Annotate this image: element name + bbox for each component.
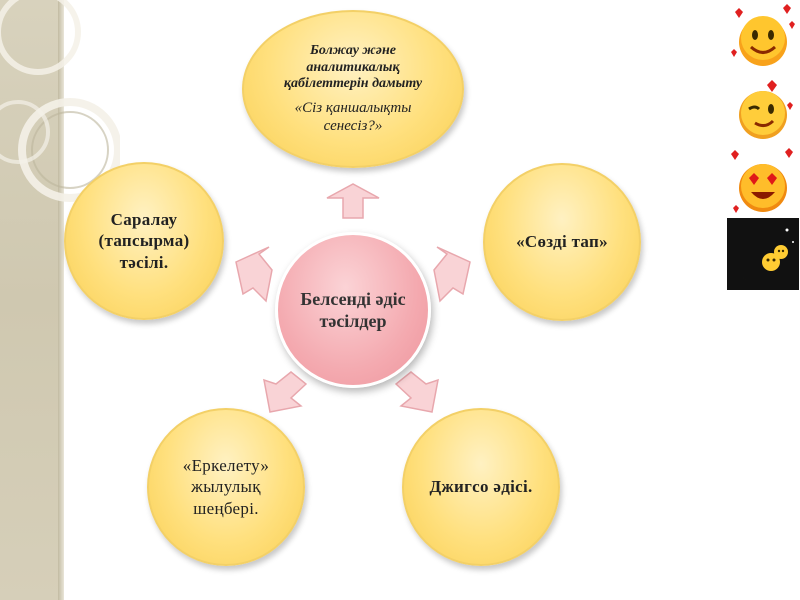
moon-emoji-icon — [727, 218, 799, 290]
winking-emoji-icon — [727, 75, 799, 147]
arrow-lower-left — [264, 372, 306, 412]
node-top-title: Болжау және аналитикалық қабілеттерін да… — [284, 43, 422, 92]
node-bottom-left: «Еркелету» жылулық шеңбері. — [147, 408, 305, 566]
node-center: Белсенді әдіс тәсілдер — [275, 232, 431, 388]
node-bottom-right: Джигсо әдісі. — [402, 408, 560, 566]
arrow-lower-right — [396, 372, 438, 412]
node-right-text: «Сөзді тап» — [504, 231, 620, 252]
heart-eyes-emoji-icon — [727, 148, 799, 220]
arrow-up — [327, 184, 379, 218]
node-right: «Сөзді тап» — [483, 163, 641, 321]
node-top: Болжау және аналитикалық қабілеттерін да… — [242, 10, 464, 168]
smiling-hearts-emoji-icon — [727, 2, 799, 74]
node-bottom-left-text: «Еркелету» жылулық шеңбері. — [149, 455, 303, 519]
node-center-text: Белсенді әдіс тәсілдер — [278, 288, 428, 333]
node-bottom-right-text: Джигсо әдісі. — [407, 476, 554, 497]
arrow-upper-right — [434, 247, 470, 301]
node-left-text: Саралау (тапсырма) тәсілі. — [66, 209, 222, 273]
node-top-subtitle: «Сіз қаншалықты сенесіз?» — [268, 99, 438, 135]
arrow-upper-left — [236, 247, 272, 301]
node-top-text: Болжау және аналитикалық қабілеттерін да… — [244, 43, 462, 135]
node-left: Саралау (тапсырма) тәсілі. — [64, 162, 224, 320]
